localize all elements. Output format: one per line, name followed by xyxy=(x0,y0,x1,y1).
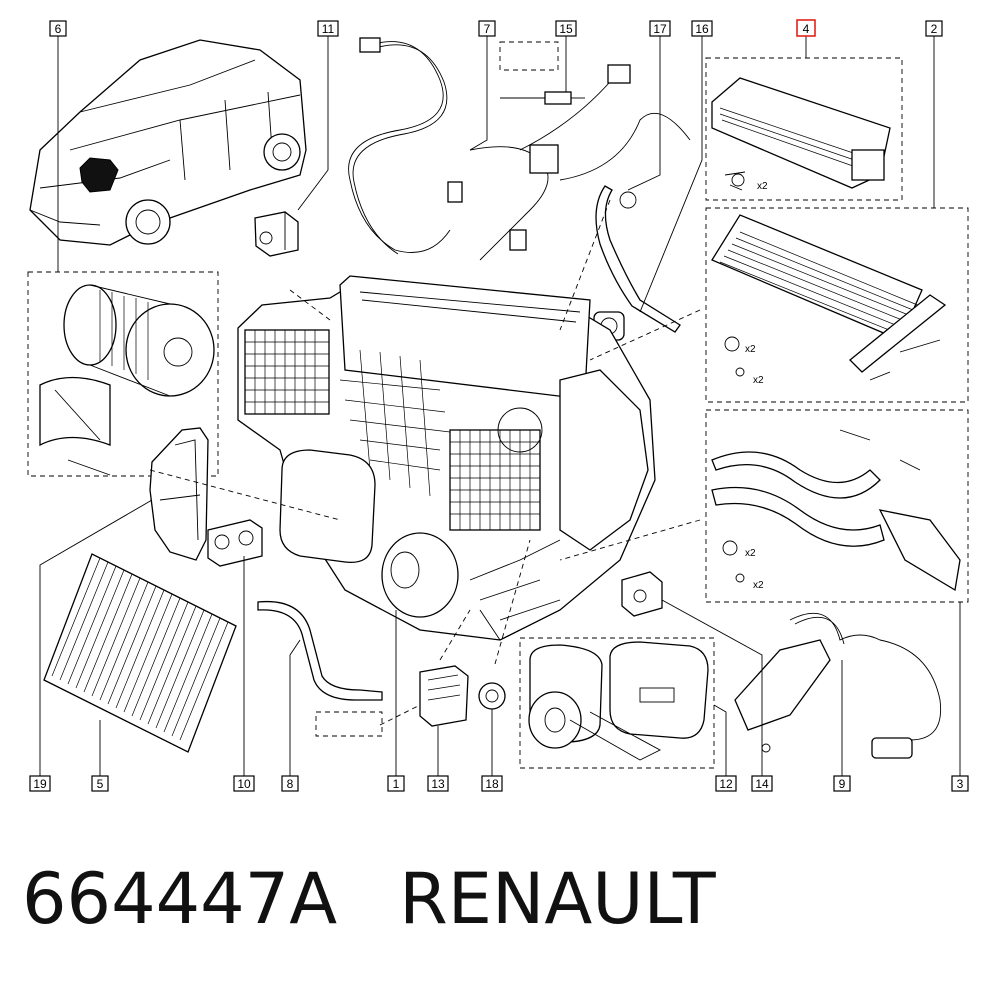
leader-lines xyxy=(39,36,961,776)
callout-label-8: 8 xyxy=(287,777,294,791)
actuator-part-11 xyxy=(254,211,299,257)
callout-label-15: 15 xyxy=(559,22,573,36)
expansion-valve-part-10 xyxy=(207,519,263,567)
callout-label-16: 16 xyxy=(695,22,709,36)
callout-label-6: 6 xyxy=(55,22,62,36)
group-frame-part-4 xyxy=(705,57,903,201)
wiring-harness-part-7 xyxy=(348,37,691,261)
blower-motor xyxy=(39,284,215,476)
group-frame-part-13 xyxy=(315,711,383,737)
callout-16: 16 xyxy=(691,20,713,37)
callout-18: 18 xyxy=(481,775,503,792)
callout-label-2: 2 xyxy=(931,22,938,36)
bracket-part-19 xyxy=(149,427,209,561)
callout-15: 15 xyxy=(555,20,577,37)
callout-label-10: 10 xyxy=(237,777,251,791)
callout-2: 2 xyxy=(925,20,943,37)
callout-label-14: 14 xyxy=(755,777,769,791)
quantity-notes: x2 x2 x2 x2 x2 xyxy=(745,181,768,591)
callout-3: 3 xyxy=(951,775,969,792)
brand-name: RENAULT xyxy=(399,858,716,940)
group-frame-part-3 xyxy=(705,409,969,603)
group-frame-part-2 xyxy=(705,207,969,403)
cabin-filter-part-5 xyxy=(43,553,237,753)
callout-4: 4 xyxy=(796,19,816,37)
drain-pipe-part-8 xyxy=(257,600,383,701)
qty-note-screws-4: x2 xyxy=(757,181,768,192)
callout-label-5: 5 xyxy=(97,777,104,791)
callout-6: 6 xyxy=(49,20,67,37)
actuator-part-14 xyxy=(621,571,663,617)
callout-label-19: 19 xyxy=(33,777,47,791)
callout-label-3: 3 xyxy=(957,777,964,791)
vehicle-illustration xyxy=(29,39,307,246)
callout-label-9: 9 xyxy=(839,777,846,791)
callout-label-12: 12 xyxy=(719,777,733,791)
heater-core-part-2 xyxy=(711,214,947,381)
callout-label-1: 1 xyxy=(393,777,400,791)
callout-label-7: 7 xyxy=(484,22,491,36)
callout-5: 5 xyxy=(91,775,109,792)
callout-19: 19 xyxy=(29,775,51,792)
callout-label-4: 4 xyxy=(803,22,810,36)
callout-14: 14 xyxy=(751,775,773,792)
heater-element-part-4 xyxy=(711,77,891,191)
qty-note-screws-2: x2 xyxy=(753,375,764,386)
group-frame-part-15 xyxy=(499,41,559,71)
qty-note-rings-2: x2 xyxy=(745,344,756,355)
hoses-part-3 xyxy=(711,429,961,592)
callout-label-11: 11 xyxy=(322,22,335,36)
air-box-part-12 xyxy=(528,641,709,761)
callout-17: 17 xyxy=(649,20,671,37)
qty-note-rings-3: x2 xyxy=(745,548,756,559)
callout-11: 11 xyxy=(317,20,339,37)
callout-9: 9 xyxy=(833,775,851,792)
callout-label-13: 13 xyxy=(431,777,445,791)
callout-8: 8 xyxy=(281,775,299,792)
blower-resistor-part-13 xyxy=(419,665,469,727)
part-number: 664447A xyxy=(22,858,338,940)
harness-part-9 xyxy=(734,612,942,759)
callout-12: 12 xyxy=(715,775,737,792)
callout-13: 13 xyxy=(427,775,449,792)
qty-note-screws-3: x2 xyxy=(753,580,764,591)
callout-label-17: 17 xyxy=(653,22,667,36)
pipe-part-17 xyxy=(595,185,681,333)
callout-1: 1 xyxy=(387,775,405,792)
callout-10: 10 xyxy=(233,775,255,792)
group-frame-blower xyxy=(27,271,219,477)
callout-7: 7 xyxy=(478,20,496,37)
grommet-part-18 xyxy=(478,682,506,710)
part-caption: 664447A RENAULT xyxy=(22,858,716,948)
callout-label-18: 18 xyxy=(485,777,499,791)
hvac-housing-part-1 xyxy=(237,275,656,641)
sensor-part-15 xyxy=(500,91,585,105)
